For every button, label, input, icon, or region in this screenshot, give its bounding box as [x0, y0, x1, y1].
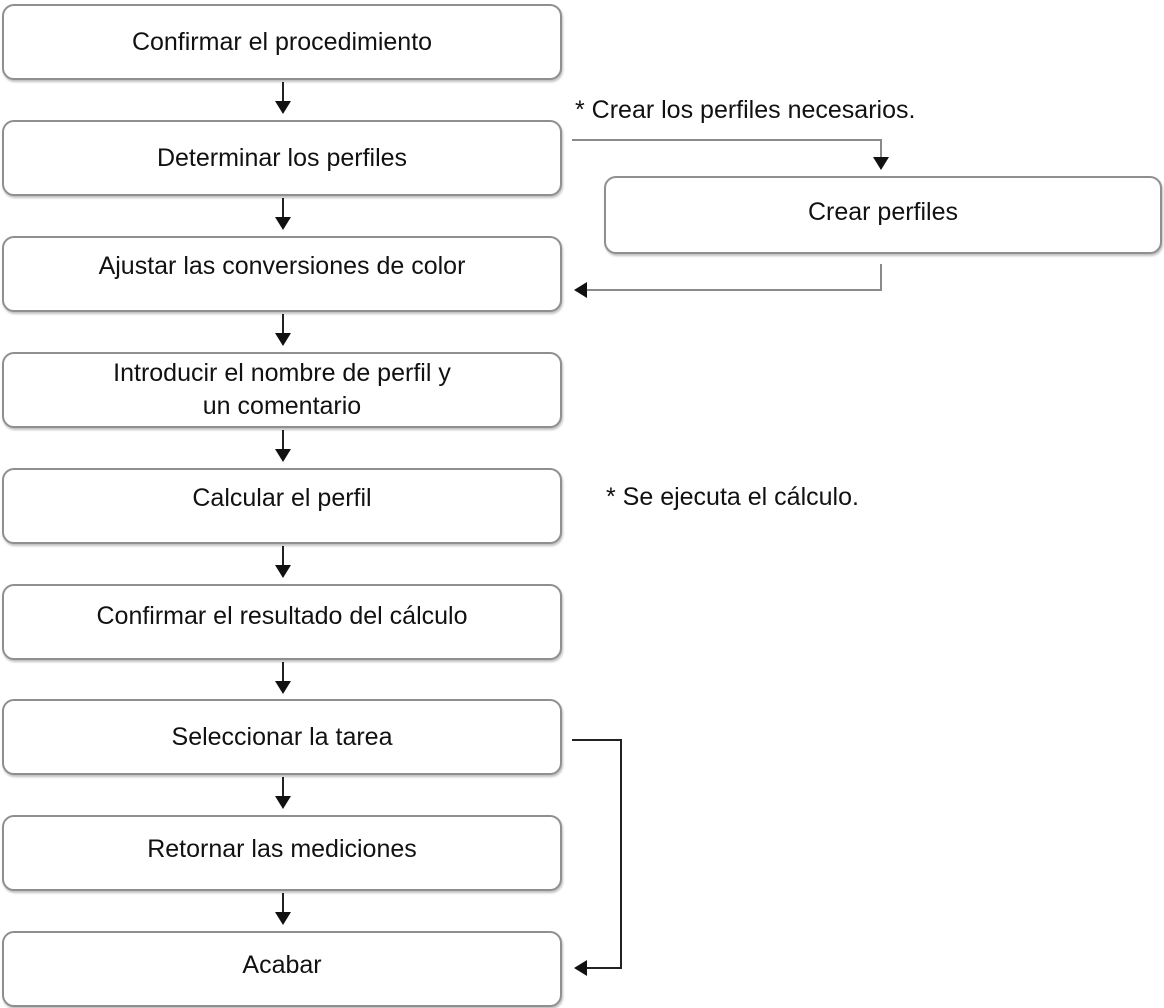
- step-create-profiles: Crear perfiles: [604, 176, 1162, 254]
- step-finish: Acabar: [2, 931, 562, 1007]
- note-create-profiles: * Crear los perfiles necesarios.: [575, 96, 916, 124]
- step-label: Ajustar las conversiones de color: [98, 252, 466, 280]
- arrow-calculate-to-confirm-result: [275, 546, 291, 578]
- arrow-enter-name-to-calculate: [275, 430, 291, 462]
- step-label: Determinar los perfiles: [156, 143, 408, 172]
- step-enter-profile-name: Introducir el nombre de perfil y un come…: [2, 352, 562, 428]
- step-label: Crear perfiles: [807, 198, 959, 226]
- arrow-determine-to-create-profiles: [572, 139, 889, 170]
- step-select-task: Seleccionar la tarea: [2, 699, 562, 775]
- arrow-confirm-result-to-select-task: [275, 662, 291, 694]
- note-calculation: * Se ejecuta el cálculo.: [606, 483, 859, 511]
- step-label: Confirmar el resultado del cálculo: [96, 602, 468, 630]
- step-label: Seleccionar la tarea: [171, 722, 393, 751]
- step-confirm-result: Confirmar el resultado del cálculo: [2, 584, 562, 660]
- step-label: Acabar: [242, 951, 322, 979]
- arrow-return-to-finish: [275, 893, 291, 925]
- step-adjust-color-conversions: Ajustar las conversiones de color: [2, 236, 562, 312]
- arrow-select-task-to-finish: [572, 739, 622, 976]
- step-label: Retornar las mediciones: [147, 835, 417, 863]
- arrow-create-profiles-to-adjust: [574, 264, 882, 298]
- step-determine-profiles: Determinar los perfiles: [2, 120, 562, 196]
- step-return-measurements: Retornar las mediciones: [2, 815, 562, 891]
- step-label: Calcular el perfil: [192, 484, 372, 512]
- arrow-confirm-to-determine: [275, 82, 291, 114]
- step-label-line-1: Introducir el nombre de perfil y: [113, 359, 451, 387]
- step-confirm-procedure: Confirmar el procedimiento: [2, 4, 562, 80]
- step-label: Confirmar el procedimiento: [131, 27, 433, 56]
- step-calculate-profile: Calcular el perfil: [2, 468, 562, 544]
- arrow-determine-to-adjust: [275, 198, 291, 230]
- arrow-select-task-to-return: [275, 777, 291, 809]
- arrow-adjust-to-enter-name: [275, 314, 291, 346]
- step-label-line-2: un comentario: [202, 392, 362, 420]
